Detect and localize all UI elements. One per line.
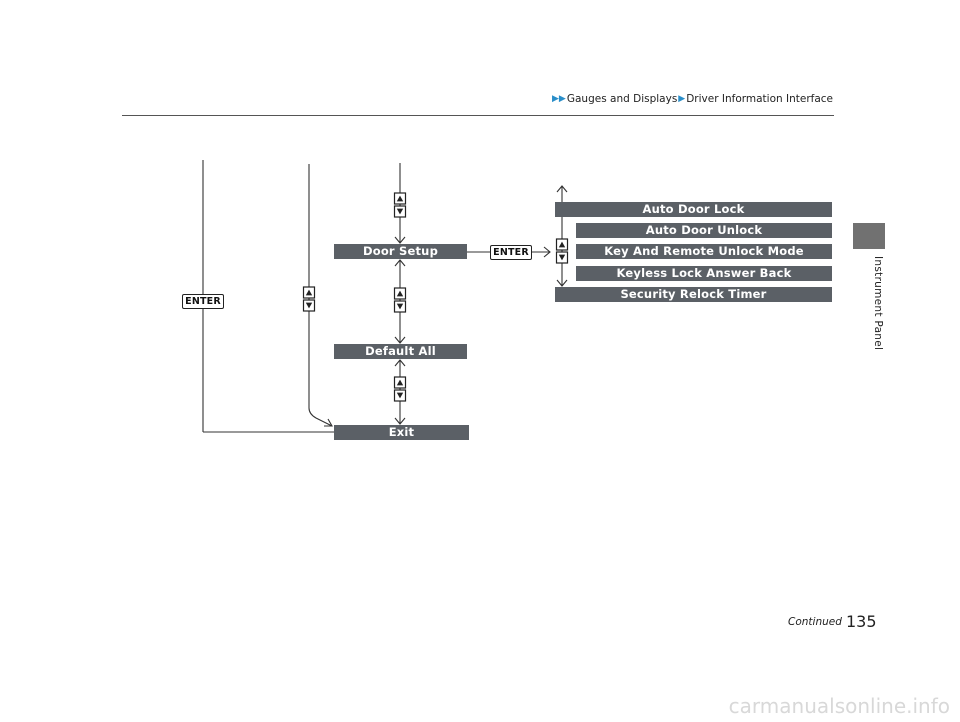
breadcrumb: ▶▶ Gauges and Displays ▶ Driver Informat…	[552, 93, 833, 105]
breadcrumb-arrow-icon: ▶▶	[552, 94, 566, 104]
menu-item-default-all[interactable]: Default All	[334, 344, 467, 359]
watermark: carmanualsonline.info	[728, 694, 950, 718]
arrow-head	[394, 259, 406, 267]
arrow-head	[556, 185, 568, 193]
breadcrumb-arrow-icon: ▶	[678, 94, 686, 104]
arrow-head	[394, 417, 406, 425]
breadcrumb-subsection: Driver Information Interface	[686, 93, 833, 105]
continued-label: Continued	[788, 616, 842, 628]
arrow-head	[394, 359, 406, 367]
menu-item-exit[interactable]: Exit	[334, 425, 469, 440]
header-divider	[122, 115, 834, 116]
enter-button[interactable]: ENTER	[490, 245, 532, 260]
enter-button[interactable]: ENTER	[182, 294, 224, 309]
submenu-item-auto-door-lock[interactable]: Auto Door Lock	[555, 202, 832, 217]
submenu-item-auto-door-unlock[interactable]: Auto Door Unlock	[576, 223, 832, 238]
submenu-item-security-relock-timer[interactable]: Security Relock Timer	[555, 287, 832, 302]
submenu-item-keyless-lock-answer-back[interactable]: Keyless Lock Answer Back	[576, 266, 832, 281]
submenu-item-key-remote-unlock-mode[interactable]: Key And Remote Unlock Mode	[576, 244, 832, 259]
arrow-head	[543, 246, 551, 258]
arrow-head	[324, 418, 333, 427]
breadcrumb-section: Gauges and Displays	[566, 93, 678, 105]
arrow-head	[394, 236, 406, 244]
flow-line	[308, 407, 333, 427]
page-number: 135	[846, 612, 877, 631]
arrow-head	[556, 279, 568, 287]
menu-item-door-setup[interactable]: Door Setup	[334, 244, 467, 259]
chapter-label: Instrument Panel	[872, 256, 884, 351]
arrow-head	[394, 336, 406, 344]
chapter-tab	[853, 223, 885, 249]
